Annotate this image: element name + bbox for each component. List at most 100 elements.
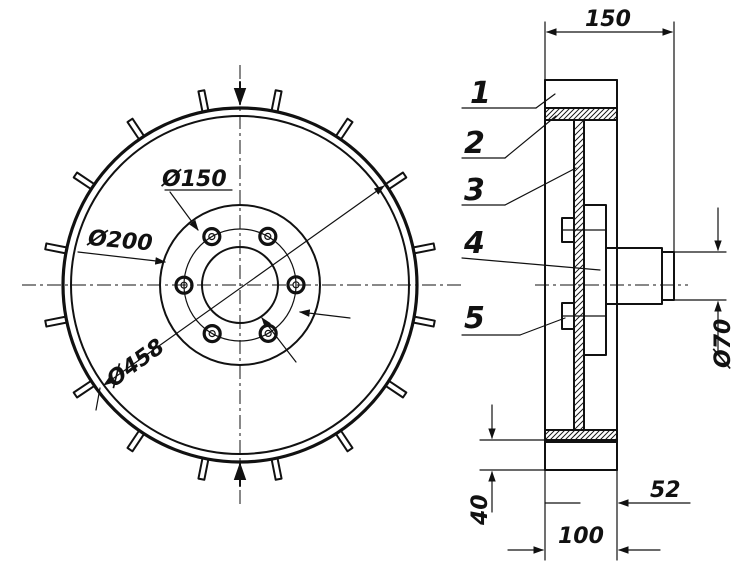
hatch-line [552,429,566,443]
hatch-line [573,335,585,347]
lug [384,171,408,191]
dim-label-shaft-diameter: Ø70 [711,319,736,370]
dim-leader-wheel-diameter [95,387,101,411]
hatch-line [587,107,601,121]
callout-2: 2 [464,126,485,161]
callout-leader-1b [535,93,556,109]
lug [412,315,436,328]
hatch-line [562,429,576,443]
lug [197,89,210,113]
hatch-line [592,429,606,443]
hatch-line [597,107,611,121]
callout-leader-2b [504,115,557,159]
hatch-line [573,383,585,395]
lug [126,429,146,453]
hatch-line [607,110,618,121]
dim-label-overall-width: 150 [585,7,631,32]
hatch-line [573,233,585,245]
callout-leader-5b [519,317,566,336]
hatch-line [573,359,585,371]
dim-line-hub-flange-2 [298,309,351,319]
hatch-line [573,173,585,185]
hatch-line [573,269,585,281]
hatch-line [573,401,585,413]
lug [270,457,283,481]
hatch-line [573,179,585,191]
hatch-line [557,429,571,443]
hatch-line [572,429,586,443]
hatch-line [544,429,556,441]
hatch-line [573,251,585,263]
hatch-line [573,311,585,323]
hatch-line [607,432,618,443]
hatch-line [573,317,585,329]
hatch-line [597,429,611,443]
hatch-line [573,377,585,389]
hatch-line [573,407,585,419]
dim-label-rim-width: 100 [558,524,604,549]
hatch-line [562,107,576,121]
hatch-line [573,419,585,431]
hatch-line [573,425,585,437]
hatch-line [573,281,585,293]
lug [412,242,436,255]
dim-label-wheel-diameter: Ø458 [101,334,170,393]
hatch-line [573,323,585,335]
hatch-line [573,155,585,167]
hatch-line [573,161,585,173]
side-hub-flange [583,204,607,356]
lug-group [44,89,436,481]
hatch-line [582,429,596,443]
hatch-line [573,287,585,299]
callout-5: 5 [464,301,485,336]
hatch-line [573,293,585,305]
hatch-line [573,143,585,155]
hatch-line [573,299,585,311]
dim-line-bolt-circle-2 [261,317,297,363]
hatch-line [573,305,585,317]
hatch-line [573,185,585,197]
lug [334,117,354,141]
hatch-line [573,389,585,401]
hatch-line [577,429,591,443]
hatch-line [573,137,585,149]
hatch-line [587,429,601,443]
hatch-line [602,429,616,443]
lug [270,89,283,113]
hatch-line [577,107,591,121]
hatch-line [544,107,556,119]
hatch-line [573,275,585,287]
hatch-line [573,245,585,257]
hatch-line [573,263,585,275]
hatch-line [573,125,585,137]
lug [334,429,354,453]
dim-line-hub-flange [77,251,167,265]
side-lug-band-top [544,79,618,109]
hatch-line [573,131,585,143]
hatch-line [572,107,586,121]
lug [197,457,210,481]
callout-1: 1 [470,76,491,111]
hatch-line [592,107,606,121]
callout-leader-3b [504,167,577,206]
hatch-line [573,371,585,383]
hatch-line [573,215,585,227]
dim-label-shaft-extension: 52 [650,478,681,503]
side-view: 150 Ø70 100 52 40 1 2 [461,7,736,561]
hatch-line [547,107,561,121]
hatch-line [582,107,596,121]
dim-line-bolt-circle [169,191,199,231]
hatch-line [573,167,585,179]
hatch-line [573,209,585,221]
hatch-line [573,413,585,425]
hatch-line [573,341,585,353]
lug [72,171,96,191]
side-lug-band-bottom [544,439,618,471]
hatch-line [602,107,616,121]
rim-outer-circle [61,106,419,464]
callout-4: 4 [463,226,485,261]
lug [126,117,146,141]
hatch-line [573,149,585,161]
dim-label-bolt-circle: Ø150 [160,167,227,192]
lug [44,315,68,328]
